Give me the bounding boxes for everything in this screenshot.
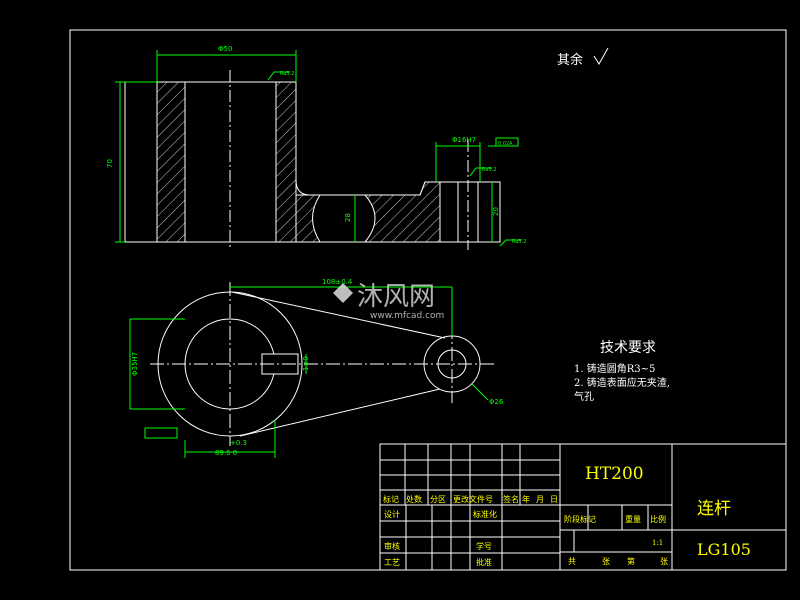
rev-h-4: 签名 — [503, 494, 519, 504]
row-review: 审核 — [384, 541, 400, 551]
watermark-logo-icon — [333, 283, 353, 303]
stage-weight: 重量 — [625, 514, 641, 524]
dim-big-bore: Φ35H7 — [131, 352, 139, 376]
watermark-url: www.mfcad.com — [370, 311, 444, 321]
scale-value: 1:1 — [652, 539, 663, 547]
tech-req-title: 技术要求 — [600, 340, 656, 356]
top-view — [150, 282, 495, 446]
roughness-1: Ra3.2 — [280, 71, 294, 77]
sheet-total: 共 — [568, 557, 576, 566]
rev-h-5: 年 — [522, 494, 530, 504]
sheet-num: 第 — [627, 556, 635, 566]
row-standard: 标准化 — [473, 509, 497, 519]
row-design: 设计 — [384, 509, 400, 519]
dim-top-width: Φ50 — [218, 45, 232, 53]
title-block — [379, 443, 787, 571]
tolerance-frame-datum: A — [509, 141, 513, 147]
dim-left-height: 70 — [106, 159, 114, 168]
front-dimensions — [115, 50, 522, 247]
rev-h-7: 日 — [550, 495, 558, 504]
row-student-id: 学号 — [476, 541, 492, 551]
part-name: 连杆 — [697, 499, 731, 519]
roughness-symbol-icon — [593, 47, 609, 65]
dim-big-outer: 89.6 0 — [215, 449, 237, 457]
tech-req-line1: 1. 铸造圆角R3~5 — [574, 362, 655, 375]
stage-mark: 阶段标记 — [564, 514, 596, 524]
dim-center-distance: 108±0.4 — [322, 278, 353, 286]
dim-counterbore: Φ16H7 — [452, 136, 476, 144]
drawing-number: LG105 — [697, 540, 751, 559]
rev-h-3: 更改文件号 — [453, 494, 493, 504]
row-process: 工艺 — [384, 558, 400, 567]
row-approve: 批准 — [476, 557, 492, 567]
sheet-unit-1: 张 — [602, 557, 610, 566]
dim-small-outer: Φ26 — [489, 398, 504, 406]
tech-req-line3: 气孔 — [574, 390, 594, 403]
dim-boss-height: 20 — [492, 207, 500, 216]
rev-h-0: 标记 — [383, 494, 399, 504]
tech-req-line2: 2. 铸造表面应无夹渣, — [574, 376, 670, 389]
rev-h-1: 处数 — [406, 494, 422, 504]
front-section-view — [124, 70, 501, 250]
surface-note: 其余 — [557, 52, 583, 68]
roughness-3: Ra3.2 — [512, 239, 526, 245]
tolerance-frame-value: 0.02 — [498, 141, 509, 147]
dim-slot: 1×0 — [302, 356, 310, 371]
rev-h-2: 分区 — [430, 495, 446, 504]
watermark: 沐风网 www.mfcad.com — [333, 282, 444, 321]
dim-arm-height: 28 — [344, 213, 352, 222]
material: HT200 — [585, 464, 644, 484]
roughness-2: Ra3.2 — [482, 167, 496, 173]
rev-h-6: 月 — [536, 495, 544, 504]
sheet-unit-2: 张 — [660, 557, 668, 566]
dim-big-tol: +0.3 — [230, 439, 247, 447]
watermark-brand: 沐风网 — [357, 282, 435, 312]
stage-scale: 比例 — [650, 514, 666, 524]
